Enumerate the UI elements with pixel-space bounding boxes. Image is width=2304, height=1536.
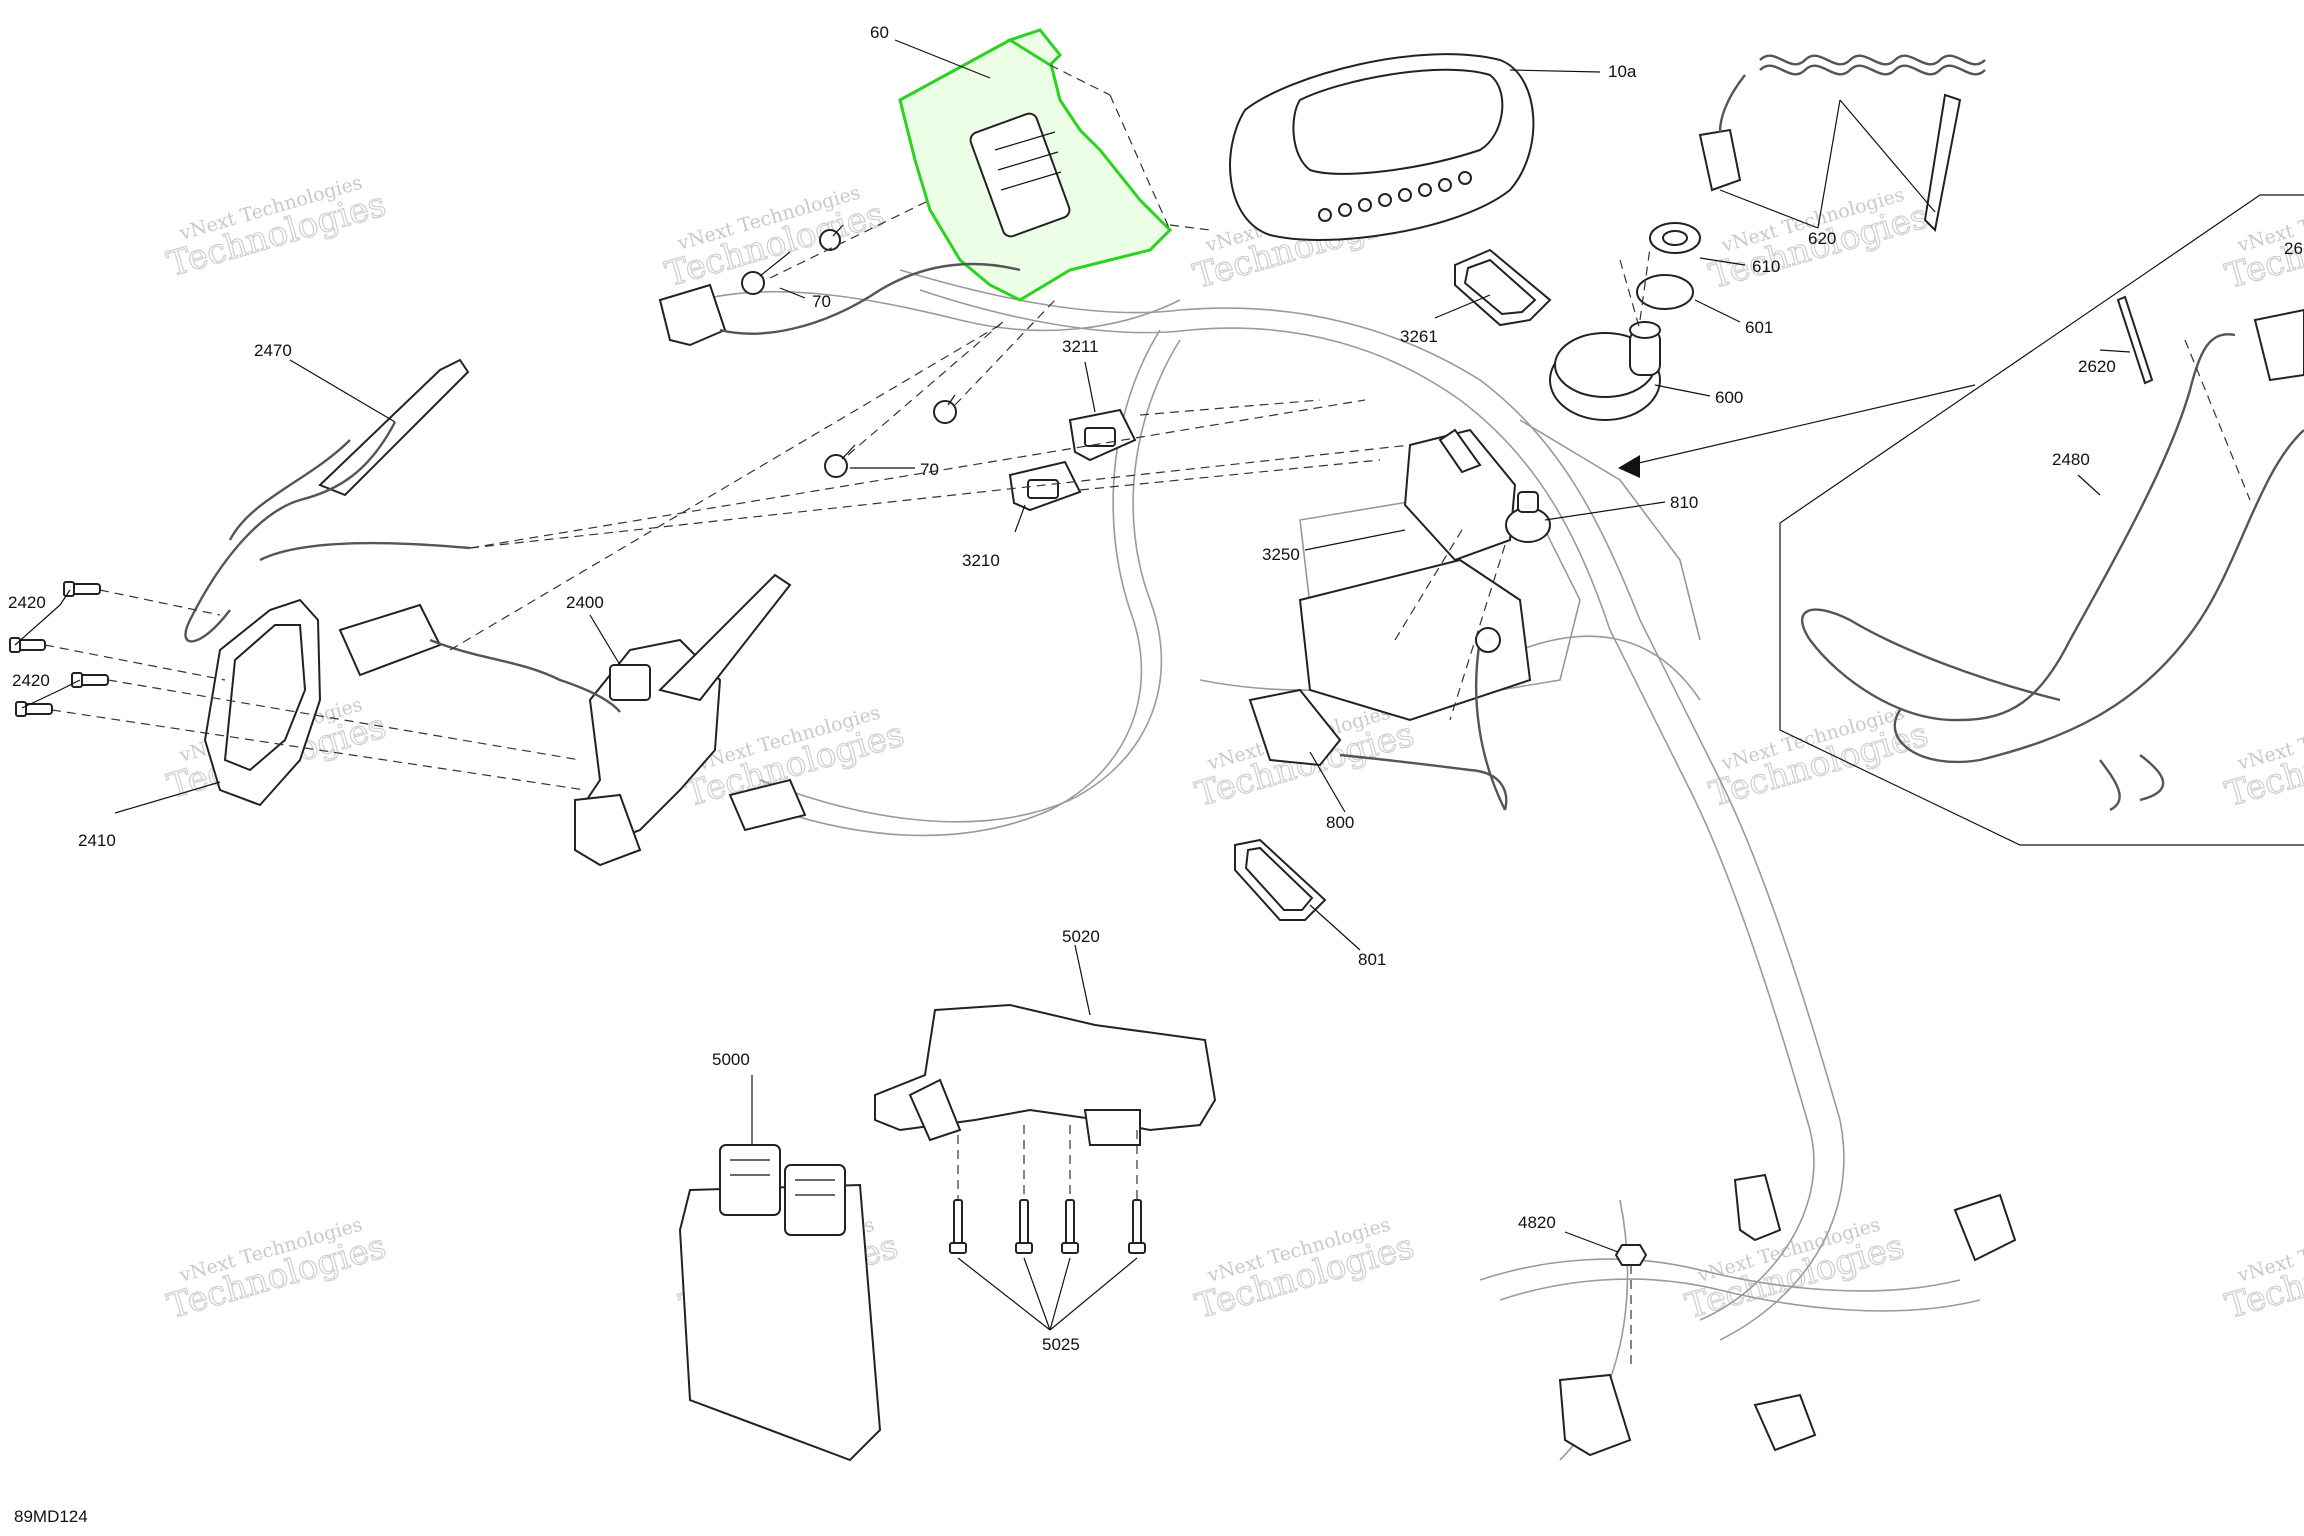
watermark: vNext Technologies Technologies [162, 172, 391, 286]
callout-3261: 3261 [1400, 327, 1438, 346]
part-2410-switch-housing[interactable] [203, 598, 322, 807]
part-601-o-ring[interactable] [1636, 274, 1694, 310]
part-3210-connector[interactable] [1008, 460, 1082, 512]
screw [933, 394, 957, 424]
callout-70: 70 [812, 292, 831, 311]
part-70-screws[interactable] [741, 224, 957, 478]
callout-5020: 5020 [1062, 927, 1100, 946]
callout-3210: 3210 [962, 551, 1000, 570]
callout-26: 26 [2284, 239, 2303, 258]
watermark: vNext Technologies Technologies [162, 1214, 391, 1328]
callout-610: 610 [1752, 257, 1780, 276]
callout-2400: 2400 [566, 593, 604, 612]
part-2480-harness[interactable] [1800, 308, 2304, 812]
part-600-dess-post[interactable] [1549, 321, 1661, 421]
screw [741, 251, 791, 295]
callout-2420: 2420 [12, 671, 50, 690]
callout-5000: 5000 [712, 1050, 750, 1069]
watermark: vNext Technologies Technologies [2220, 1214, 2304, 1328]
part-2620-pin[interactable] [2116, 295, 2154, 385]
svg-text:Technologies: Technologies [2221, 1226, 2304, 1326]
screw [824, 444, 856, 478]
callout-2420: 2420 [8, 593, 46, 612]
part-5000-ecm[interactable] [678, 1144, 882, 1462]
bolt [15, 701, 53, 717]
callout-620: 620 [1808, 229, 1836, 248]
leader-lines [14, 39, 2131, 1331]
gauge-indicator-lights [1318, 171, 1472, 222]
callout-2410: 2410 [78, 831, 116, 850]
part-810-sensor[interactable] [1505, 491, 1551, 543]
watermark: vNext Technologies Technologies [2220, 702, 2304, 816]
assembly-dashed-lines [44, 64, 2251, 1370]
callout-10a: 10a [1608, 62, 1637, 81]
bolt [63, 581, 101, 597]
part-5020-ecm-cover[interactable] [874, 1003, 1217, 1146]
callout-3211: 3211 [1062, 337, 1099, 356]
callout-600: 600 [1715, 388, 1743, 407]
callout-60: 60 [870, 23, 889, 42]
callout-2470: 2470 [254, 341, 292, 360]
watermarks: vNext Technologies Technologies vNext Te… [162, 172, 2304, 1328]
callout-5025: 5025 [1042, 1335, 1080, 1354]
diagram-id-label: 89MD124 [14, 1507, 88, 1526]
part-800-sensor[interactable] [1248, 627, 1508, 811]
part-801-gasket[interactable] [1234, 838, 1327, 921]
callout-800: 800 [1326, 813, 1354, 832]
part-2470-harness[interactable] [184, 358, 471, 643]
part-620-safety-lanyard[interactable] [1698, 54, 1986, 233]
part-3211-connector[interactable] [1068, 408, 1137, 462]
callout-810: 810 [1670, 493, 1698, 512]
part-60-ecm-bracket[interactable] [898, 28, 1173, 302]
callout-801: 801 [1358, 950, 1386, 969]
callout-601: 601 [1745, 318, 1773, 337]
bolt [71, 672, 109, 688]
bolt [949, 1199, 967, 1254]
watermark: vNext Technologies Technologies [1680, 1214, 1909, 1328]
callout-70: 70 [920, 460, 939, 479]
part-3261-gasket[interactable] [1454, 248, 1552, 327]
callout-2620: 2620 [2078, 357, 2116, 376]
screw [819, 224, 844, 251]
bolt [1015, 1199, 1033, 1254]
svg-text:Technologies: Technologies [2221, 714, 2304, 814]
part-2400-switch-assembly[interactable] [338, 573, 792, 867]
part-2420-bolts[interactable] [9, 581, 109, 717]
part-4820-nut[interactable] [1614, 1244, 1648, 1266]
part-3250-relay-box[interactable] [1298, 428, 1532, 722]
watermark: vNext Technologies Technologies [1190, 1214, 1419, 1328]
bolt [1128, 1199, 1146, 1254]
bolt [1061, 1199, 1079, 1254]
callout-3250: 3250 [1262, 545, 1300, 564]
callout-labels: 60 10a 620 610 601 600 3261 70 70 3211 3… [8, 23, 2303, 1354]
lower-harness-connectors [658, 262, 2017, 1457]
part-5025-bolts[interactable] [949, 1199, 1146, 1254]
callout-2480: 2480 [2052, 450, 2090, 469]
callout-4820: 4820 [1518, 1213, 1556, 1232]
part-610-nut-ring[interactable] [1649, 222, 1701, 254]
detail-inset-panel [1618, 194, 2304, 846]
part-10a-gauge-display[interactable] [1229, 53, 1535, 241]
